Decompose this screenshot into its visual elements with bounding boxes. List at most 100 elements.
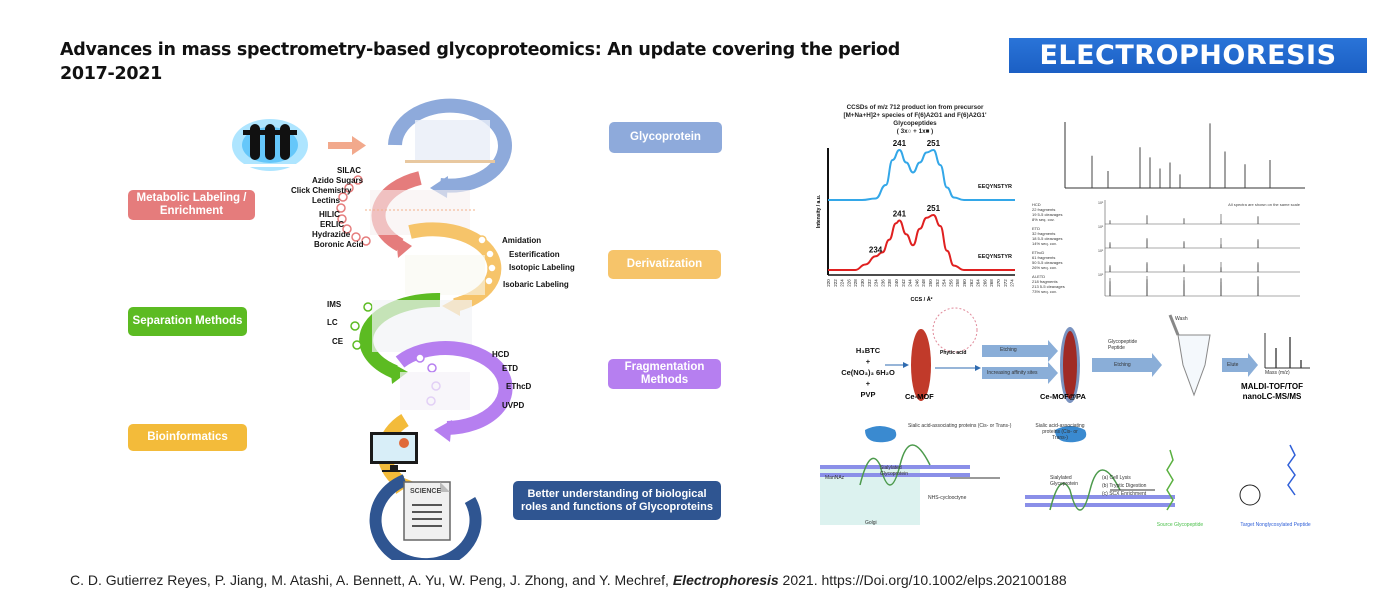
citation: C. D. Gutierrez Reyes, P. Jiang, M. Atas… — [70, 572, 1067, 588]
x-tick-label: 274 — [1010, 279, 1015, 287]
cyclooctyne-ring — [1239, 484, 1261, 506]
x-tick-label: 258 — [955, 279, 960, 287]
spectra-x-tick: 800 — [1177, 299, 1184, 300]
method-silac: SILAC — [337, 166, 361, 175]
peak-label: 241 — [893, 210, 907, 219]
method-ce: CE — [332, 337, 344, 346]
category-metabolic-labeling: Metabolic Labeling / Enrichment — [128, 190, 255, 220]
citation-authors: C. D. Gutierrez Reyes, P. Jiang, M. Atas… — [70, 572, 673, 588]
etching-label: Etching — [1000, 347, 1017, 353]
method-hcd: HCD — [492, 350, 510, 359]
x-tick-label: 268 — [989, 279, 994, 287]
protein-blob-icon — [865, 426, 897, 443]
x-axis-label: CCS / Å² — [911, 296, 933, 303]
science-doc-label: SCIENCE — [410, 488, 442, 495]
spectra-x-tick: 1200 — [1216, 299, 1226, 300]
spectra-row-cleavages: 213 5-5 cleavages — [1032, 284, 1065, 289]
fragmentation-illustration — [400, 372, 470, 410]
centrifuge-tube-icon — [1168, 314, 1211, 397]
x-tick-label: 248 — [921, 279, 926, 287]
citation-doi[interactable]: 2021. https://Doi.org/10.1002/elps.20210… — [778, 572, 1067, 588]
x-tick-label: 266 — [982, 279, 987, 287]
spectra-row-cleavages: 50 5-5 cleavages — [1032, 260, 1062, 265]
method-erlic: ERLIC — [320, 220, 344, 229]
wash-label: Wash — [1175, 316, 1188, 322]
document-icon — [403, 481, 451, 541]
spectra-row-coverage: 8% seq. cov. — [1032, 217, 1055, 222]
method-etd: ETD — [502, 364, 518, 373]
glycoprotein-illustration — [415, 120, 490, 160]
workflow-diagram — [232, 98, 513, 560]
spectra-row-name: HCD — [1032, 202, 1041, 207]
protein-blob-icon-2 — [1055, 426, 1087, 443]
ce-mof-particle — [911, 329, 931, 401]
affinity-label: Increasing affinity sites — [987, 370, 1038, 376]
glycoprotein-strand — [859, 444, 931, 486]
method-ethcd: EThcD — [506, 382, 532, 391]
outcome-box: Better understanding of biological roles… — [513, 481, 721, 520]
spectra-row-fragments: 61 fragments — [1032, 255, 1055, 260]
x-tick-label: 246 — [914, 279, 919, 287]
method-hilic: HILIC — [319, 210, 340, 219]
series-line-1 — [828, 213, 1015, 271]
spectra-row-cleavages: 19 5-5 cleavages — [1032, 212, 1062, 217]
sialic-protein-label: Sialic acid-associating proteins (Cis- o… — [908, 423, 1012, 429]
glycopeptide-legend: Glycopeptide — [1108, 339, 1138, 345]
method-esterification: Esterification — [509, 250, 560, 259]
category-derivatization: Derivatization — [608, 250, 721, 279]
method-amidation: Amidation — [502, 236, 542, 245]
spectra-row-name: EThcD — [1032, 250, 1044, 255]
phytic-acid-label: Phytic acid — [940, 350, 967, 356]
sialic-acid-panel — [820, 426, 1296, 525]
x-tick-label: 232 — [867, 279, 872, 287]
peak-label: 251 — [927, 140, 941, 148]
x-tick-label: 256 — [948, 279, 953, 287]
x-tick-label: 226 — [846, 279, 851, 287]
x-tick-label: 244 — [908, 279, 913, 287]
spectra-row-fragments: 22 fragments — [1032, 207, 1055, 212]
mannaz-label: ManNAz — [825, 475, 845, 481]
etching-arrow-2 — [1092, 353, 1162, 377]
glycoprotein-arc — [388, 98, 512, 193]
etching-arrow — [982, 340, 1058, 362]
category-bioinformatics: Bioinformatics — [128, 424, 247, 451]
method-isotopic-labeling: Isotopic Labeling — [509, 263, 575, 272]
sialic-protein-label-2: Sialic acid-associating proteins (Cis- o… — [1035, 423, 1085, 441]
x-tick-label: 272 — [1003, 279, 1008, 287]
spectra-row-coverage: 73% seq. cov. — [1032, 289, 1057, 294]
x-tick-label: 220 — [826, 279, 831, 287]
method-isobaric-labeling: Isobaric Labeling — [503, 280, 569, 289]
mof-workflow-panel — [885, 307, 1310, 403]
spectra-y-tick: 10⁵ — [1098, 225, 1104, 229]
x-tick-label: 230 — [860, 279, 865, 287]
x-tick-label: 222 — [833, 279, 838, 287]
spectra-y-tick: 10⁵ — [1098, 201, 1104, 205]
arrow-icon — [328, 136, 366, 155]
elute-arrow — [1222, 353, 1258, 377]
test-tubes-icon — [232, 119, 308, 171]
ms-mini-spectrum — [1264, 333, 1310, 369]
affinity-arrow — [982, 362, 1058, 384]
glycoprotein-strand-2 — [1049, 469, 1121, 511]
spectra-y-tick: 10⁵ — [1098, 273, 1104, 277]
etching-label-2: Etching — [1114, 362, 1131, 368]
method-lc: LC — [327, 318, 338, 327]
mof-reagents: H₃BTC + Ce(NO₃)₃ 6H₂O + PVP — [841, 346, 895, 399]
x-tick-label: 270 — [996, 279, 1001, 287]
ms-xlabel: Mass (m/z) — [1265, 370, 1290, 376]
sialylated-glycoprotein-label-2: Sialylated Glycoprotein — [1050, 475, 1079, 487]
category-glycoprotein: Glycoprotein — [609, 122, 722, 153]
spectra-row-name: AI-ETD — [1032, 274, 1045, 279]
peak-label: 251 — [927, 204, 941, 213]
spectra-row-name: ETD — [1032, 226, 1040, 231]
sialylated-glycoprotein-label: Sialylated Glycoprotein — [880, 465, 909, 477]
target-peptide — [1287, 444, 1296, 496]
spectra-x-tick: 1600 — [1256, 299, 1266, 300]
x-tick-label: 252 — [935, 279, 940, 287]
x-tick-label: 260 — [962, 279, 967, 287]
y-axis-label: Intensity / a.u. — [816, 194, 822, 228]
page-title: Advances in mass spectrometry-based glyc… — [60, 40, 900, 84]
source-glycopeptide-label: Source Glycopeptide — [1156, 522, 1204, 528]
series-line-0 — [828, 148, 1015, 201]
